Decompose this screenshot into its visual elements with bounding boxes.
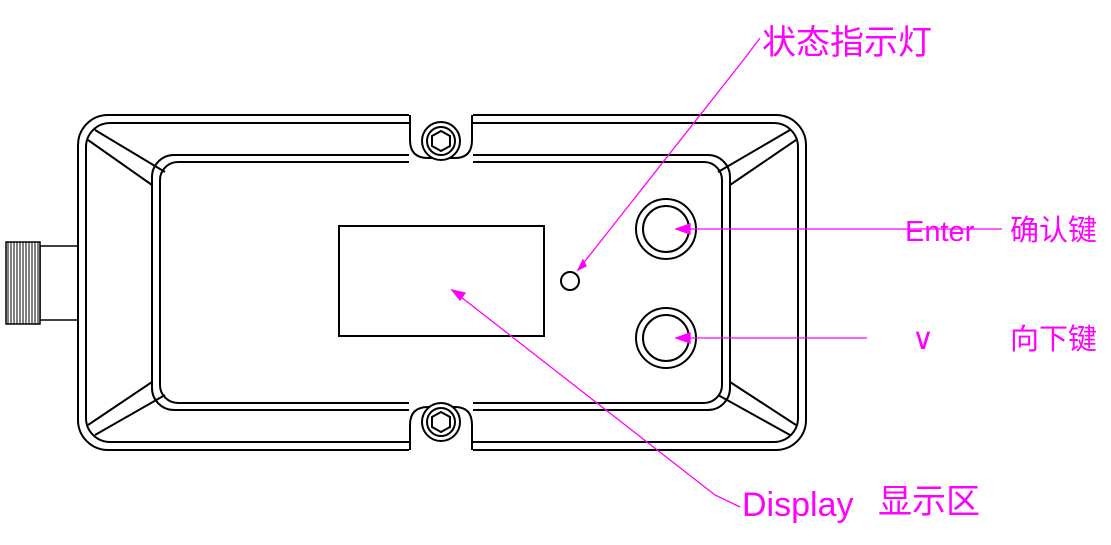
threaded-connector-icon bbox=[5, 241, 79, 325]
display-label: Display bbox=[742, 486, 854, 524]
down-symbol-label: ∨ bbox=[912, 323, 934, 356]
enter-label: Enter bbox=[905, 216, 975, 248]
down-button[interactable] bbox=[635, 307, 697, 369]
display-cn-label: 显示区 bbox=[878, 482, 980, 522]
status-led-label: 状态指示灯 bbox=[762, 23, 932, 63]
enter-button[interactable] bbox=[635, 198, 697, 260]
hex-socket-screw-icon bbox=[409, 399, 473, 451]
status-led bbox=[560, 271, 580, 291]
down-cn-label: 向下键 bbox=[1010, 322, 1098, 356]
display-window bbox=[338, 225, 545, 337]
leader-lines bbox=[450, 37, 1002, 508]
hex-socket-screw-icon bbox=[409, 114, 473, 166]
enter-cn-label: 确认键 bbox=[1010, 213, 1098, 247]
